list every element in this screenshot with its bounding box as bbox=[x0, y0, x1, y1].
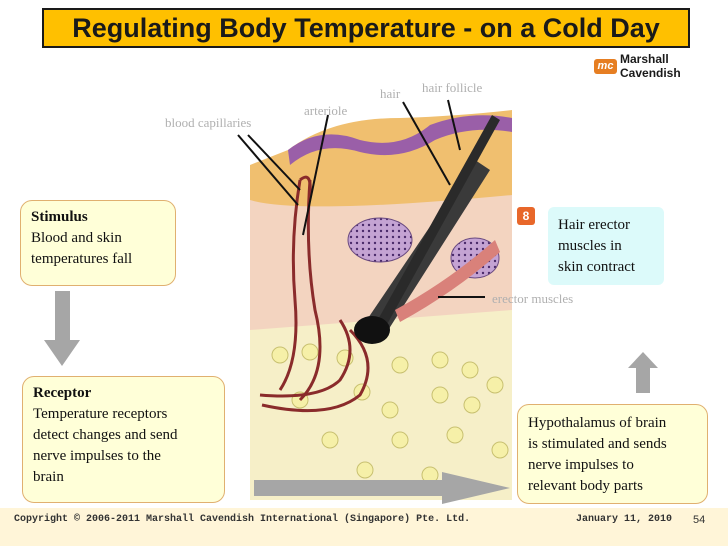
hypothalamus-line: Hypothalamus of brain bbox=[528, 415, 667, 431]
receptor-line: nerve impulses to the bbox=[33, 448, 161, 464]
label-hair-follicle: hair follicle bbox=[422, 80, 483, 95]
footer-bar bbox=[0, 508, 728, 546]
stimulus-line: temperatures fall bbox=[31, 251, 133, 267]
hypothalamus-box: Hypothalamus of brain is stimulated and … bbox=[517, 404, 708, 504]
receptor-box: Receptor Temperature receptors detect ch… bbox=[22, 376, 225, 503]
receptor-line: brain bbox=[33, 469, 64, 485]
hair-bulb bbox=[354, 316, 390, 344]
stimulus-heading: Stimulus bbox=[31, 209, 88, 225]
hypothalamus-line: relevant body parts bbox=[528, 478, 643, 494]
label-arteriole: arteriole bbox=[304, 103, 348, 118]
label-erector-muscles: erector muscles bbox=[492, 291, 574, 306]
effector-box: Hair erector muscles in skin contract bbox=[548, 207, 664, 285]
hair-shaft bbox=[375, 115, 500, 328]
receptor-heading: Receptor bbox=[33, 385, 92, 401]
blood-vessels bbox=[259, 175, 370, 413]
publisher-logo: mc Marshall Cavendish bbox=[594, 52, 728, 80]
stimulus-box: Stimulus Blood and skin temperatures fal… bbox=[20, 200, 176, 286]
hypothalamus-line: is stimulated and sends bbox=[528, 436, 667, 452]
page-title: Regulating Body Temperature - on a Cold … bbox=[72, 12, 660, 43]
hypothalamus-line: nerve impulses to bbox=[528, 457, 634, 473]
erector-muscle bbox=[395, 240, 500, 322]
title-bar: Regulating Body Temperature - on a Cold … bbox=[42, 8, 690, 48]
pointer-lines bbox=[237, 99, 485, 298]
label-blood-capillaries: blood capillaries bbox=[165, 115, 252, 130]
step-badge: 8 bbox=[517, 207, 535, 225]
stimulus-line: Blood and skin bbox=[31, 230, 122, 246]
copyright-text: Copyright © 2006-2011 Marshall Cavendish… bbox=[14, 514, 471, 525]
logo-name: Marshall Cavendish bbox=[620, 52, 681, 80]
page-number: 54 bbox=[693, 514, 706, 526]
receptor-line: detect changes and send bbox=[33, 427, 178, 443]
skin-surface bbox=[288, 115, 512, 165]
fat-cells bbox=[271, 343, 509, 484]
logo-mark: mc bbox=[594, 58, 617, 74]
effector-line: muscles in bbox=[558, 238, 622, 254]
arrow-right bbox=[254, 472, 510, 504]
receptor-line: Temperature receptors bbox=[33, 406, 168, 422]
effector-line: skin contract bbox=[558, 259, 636, 275]
arrow-down bbox=[44, 291, 80, 366]
label-hair: hair bbox=[380, 86, 401, 101]
footer-date: January 11, 2010 bbox=[576, 514, 673, 525]
effector-line: Hair erector bbox=[558, 217, 631, 233]
arrow-up bbox=[628, 352, 658, 393]
gland-left bbox=[347, 217, 413, 263]
